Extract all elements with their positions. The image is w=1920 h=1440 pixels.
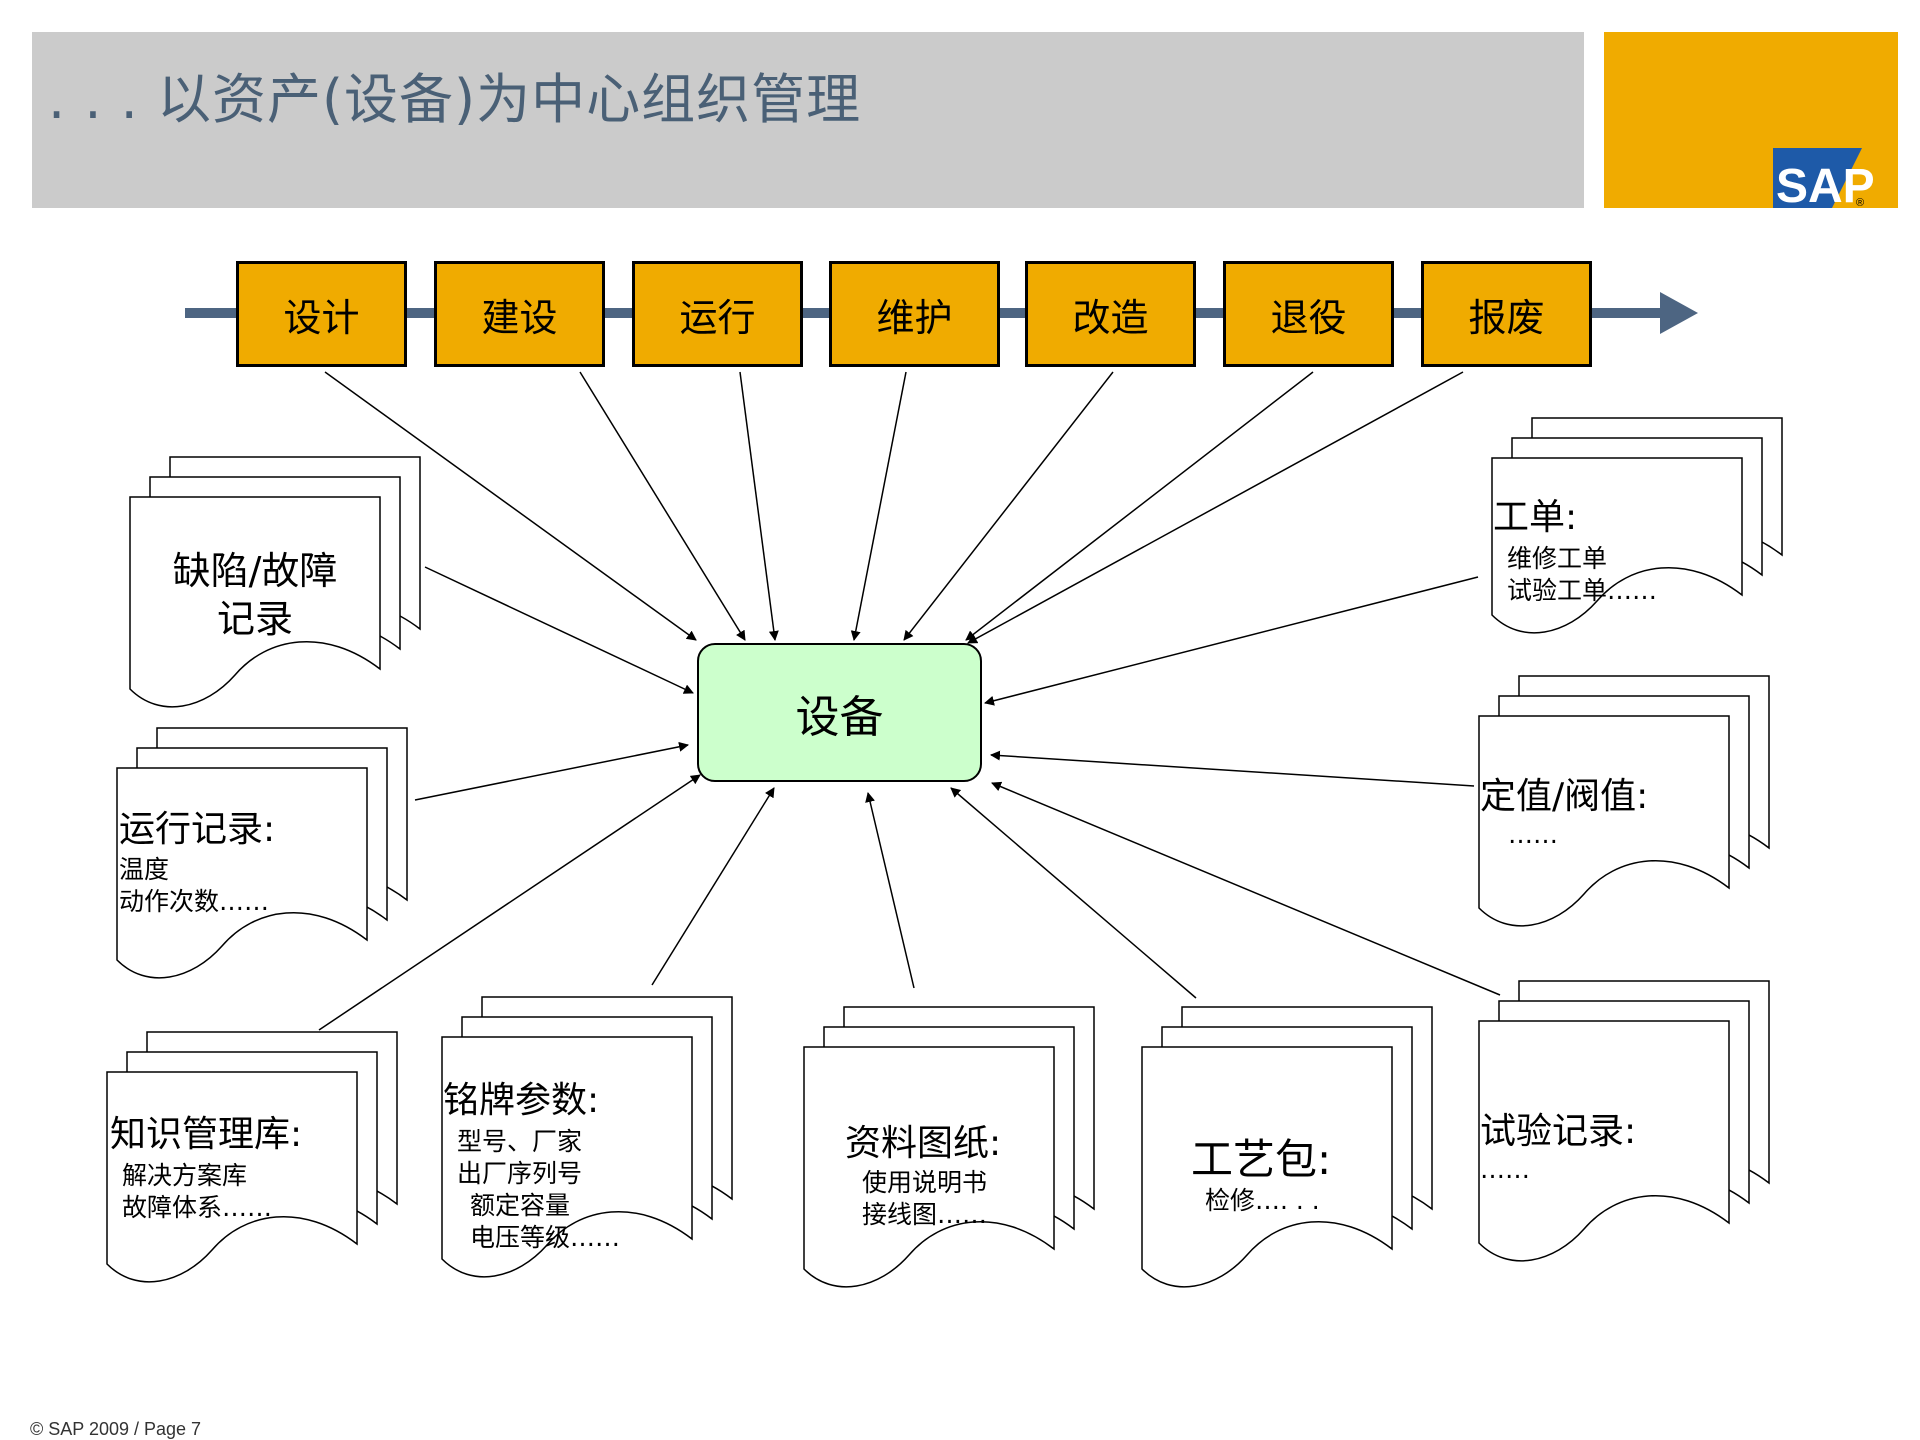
doc-operation-title: 运行记录:	[119, 809, 276, 850]
doc-sheet	[803, 1046, 1055, 1288]
stage-design: 设计	[236, 261, 407, 367]
stage-retire: 退役	[1223, 261, 1394, 367]
doc-sheet	[1141, 1046, 1393, 1288]
doc-nameplate-line-3: 额定容量	[470, 1191, 571, 1220]
stage-maintain: 维护	[829, 261, 1000, 367]
page-title: . . . 以资产(设备)为中心组织管理	[48, 68, 862, 131]
connector-arrow	[318, 774, 701, 1031]
connector-arrow	[579, 371, 746, 641]
doc-nameplate-line-1: 型号、厂家	[457, 1127, 583, 1156]
doc-settings-line-1: ……	[1508, 820, 1558, 849]
doc-stack-nameplate	[441, 996, 733, 1278]
doc-stack-process	[1141, 1006, 1433, 1288]
doc-stack-operation	[116, 727, 408, 979]
doc-process-title: 工艺包:	[1191, 1135, 1332, 1184]
connector-arrow	[414, 741, 689, 801]
doc-nameplate-line-4: 电压等级……	[470, 1223, 621, 1252]
connector-arrow	[984, 576, 1479, 706]
connector-arrow	[739, 371, 779, 641]
sap-logo-block: SAP ®	[1604, 32, 1898, 213]
connector-arrow	[850, 371, 907, 641]
connector-arrow	[990, 750, 1475, 787]
doc-settings-title: 定值/阀值:	[1480, 776, 1649, 817]
doc-workorders-title: 工单:	[1493, 497, 1578, 538]
doc-drawings-line-1: 使用说明书	[862, 1168, 988, 1197]
doc-stack-settings	[1478, 675, 1770, 927]
connector-arrow	[965, 371, 1314, 641]
doc-sheet	[1478, 1020, 1730, 1262]
doc-stack-drawings	[803, 1006, 1095, 1288]
equipment-node: 设备	[697, 643, 982, 782]
title-bar	[32, 32, 1584, 208]
registered-mark: ®	[1856, 197, 1864, 208]
doc-nameplate-line-2: 出厂序列号	[457, 1159, 583, 1188]
sap-logo-text: SAP	[1776, 160, 1875, 208]
doc-knowledge-line-2: 故障体系……	[122, 1193, 273, 1222]
doc-stack-defects	[129, 456, 421, 708]
doc-sheet	[116, 767, 368, 979]
doc-stack-knowledge	[106, 1031, 398, 1283]
connector-arrow	[991, 781, 1501, 996]
connector-arrow	[967, 371, 1464, 644]
page-footer: © SAP 2009 / Page 7	[30, 1419, 202, 1439]
timeline-arrowhead-icon	[1660, 292, 1698, 334]
doc-sheet	[441, 1036, 693, 1278]
connector-arrow	[324, 371, 697, 641]
connector-arrow	[651, 787, 775, 986]
doc-operation-line-2: 动作次数……	[119, 887, 270, 916]
doc-sheet	[129, 496, 381, 708]
doc-stack-tests	[1478, 980, 1770, 1262]
doc-sheet	[1478, 715, 1730, 927]
doc-drawings-title: 资料图纸:	[845, 1123, 1002, 1164]
doc-tests-line-1: ……	[1480, 1155, 1530, 1184]
connector-arrow	[950, 787, 1197, 999]
doc-drawings-line-2: 接线图……	[862, 1200, 988, 1229]
stage-scrap: 报废	[1421, 261, 1592, 367]
doc-workorders-line-1: 维修工单	[1507, 544, 1608, 573]
doc-process-line-1: 检修…. . .	[1205, 1186, 1320, 1215]
doc-tests-title: 试验记录:	[1480, 1111, 1637, 1152]
connector-arrow	[865, 792, 915, 989]
doc-sheet	[106, 1071, 358, 1283]
connector-arrow	[424, 566, 694, 694]
doc-sheet	[1491, 457, 1743, 634]
doc-defects-title: 缺陷/故障 记录	[172, 549, 338, 641]
doc-operation-line-1: 温度	[119, 855, 170, 884]
doc-knowledge-title: 知识管理库:	[110, 1114, 303, 1155]
stage-retrofit: 改造	[1025, 261, 1196, 367]
doc-knowledge-line-1: 解决方案库	[122, 1161, 248, 1190]
doc-nameplate-title: 铭牌参数:	[443, 1080, 600, 1121]
doc-stack-workorders	[1491, 417, 1783, 634]
stage-operate: 运行	[632, 261, 803, 367]
doc-workorders-line-2: 试验工单……	[1507, 576, 1658, 605]
sap-logo-icon: SAP ®	[1773, 148, 1875, 213]
stage-build: 建设	[434, 261, 605, 367]
connector-arrow	[903, 371, 1114, 641]
